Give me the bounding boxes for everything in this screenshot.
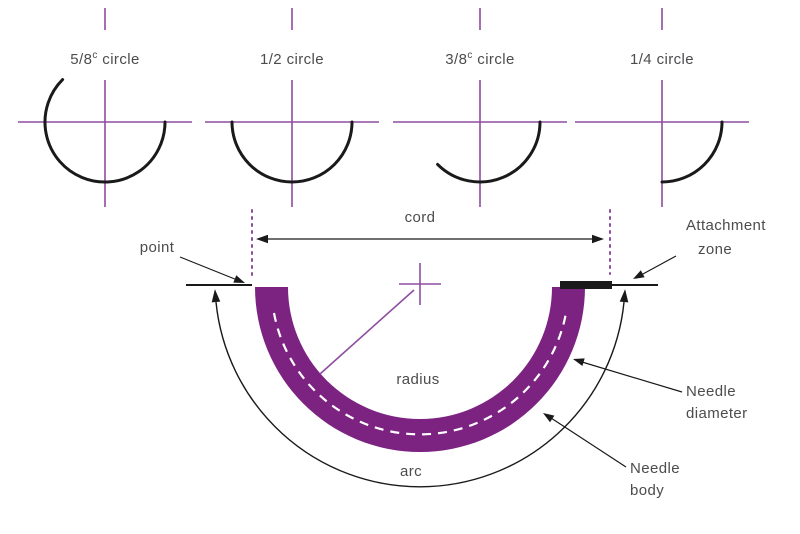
- cord-arrowhead-right: [592, 234, 604, 244]
- fraction-diagram-3-8: 3/8c circle: [385, 0, 575, 210]
- fraction-diagram-1-2: 1/2 circle: [197, 0, 387, 210]
- fraction-label-1-2: 1/2 circle: [197, 50, 387, 68]
- needle-diameter-leader-line: [581, 361, 683, 393]
- needle-body-shape: [255, 287, 585, 452]
- point-leader-line: [179, 256, 237, 281]
- needle-diameter-label-line1: Needle: [686, 383, 736, 400]
- fraction-diagram-1-4: 1/4 circle: [567, 0, 757, 210]
- arc-1-4-circle: [660, 120, 724, 184]
- attachment-leader-line: [641, 255, 677, 276]
- needle-body-label-line1: Needle: [630, 460, 680, 477]
- radius-label: radius: [396, 371, 439, 388]
- needle-body-leader-line: [550, 417, 627, 468]
- fraction-diagram-5-8: 5/8c circle: [10, 0, 200, 210]
- arc-5-8-circle: [43, 78, 167, 184]
- attachment-zone-bar: [560, 281, 612, 289]
- attachment-arrowhead: [633, 270, 645, 279]
- point-arrowhead: [233, 275, 245, 283]
- fraction-label-1-4: 1/4 circle: [567, 50, 757, 68]
- attachment-zone-label-line2: zone: [698, 241, 732, 258]
- cord-arrowhead-left: [256, 234, 268, 244]
- needle-body-label-line2: body: [630, 482, 664, 499]
- point-label: point: [140, 239, 175, 256]
- radius-line: [319, 289, 415, 375]
- arc-arrowhead-right: [619, 289, 629, 303]
- cord-label: cord: [405, 209, 436, 226]
- needle-body-arrowhead: [543, 413, 555, 423]
- arc-arrowhead-left: [211, 289, 221, 303]
- fraction-label-3-8: 3/8c circle: [385, 50, 575, 68]
- arc-1-2-circle: [230, 120, 354, 184]
- arc-3-8-circle: [436, 120, 542, 184]
- needle-diameter-label-line2: diameter: [686, 405, 748, 422]
- needle-anatomy-diagram: cord radius arc point Attachment zone Ne…: [140, 209, 766, 499]
- attachment-zone-label-line1: Attachment: [686, 217, 766, 234]
- fraction-label-5-8: 5/8c circle: [10, 50, 200, 68]
- needle-diameter-arrowhead: [573, 358, 585, 366]
- arc-curve: [215, 301, 625, 488]
- arc-label: arc: [400, 463, 422, 480]
